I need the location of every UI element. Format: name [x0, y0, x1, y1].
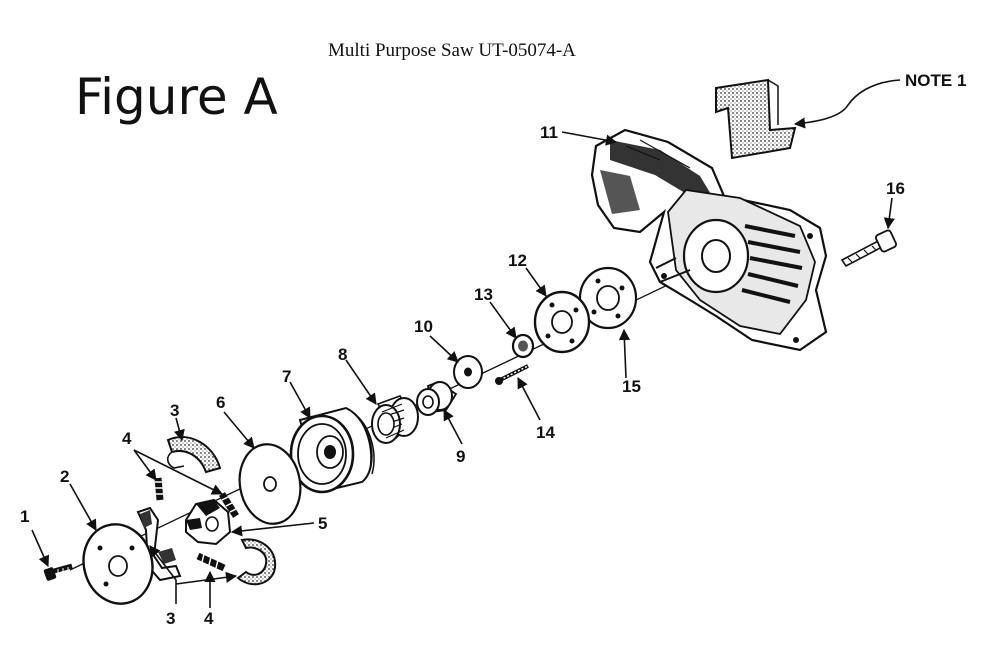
- figure-title: Figure A: [75, 68, 278, 126]
- callout-15: 15: [622, 377, 641, 396]
- part-9-bushing: [416, 380, 458, 416]
- part-11-housing: [590, 128, 828, 352]
- callout-1: 1: [20, 507, 30, 526]
- part-1-bolt: [43, 563, 73, 581]
- callout-2: 2: [60, 467, 70, 486]
- part-4-spring-lower: [196, 552, 226, 572]
- callout-8: 8: [338, 345, 348, 364]
- part-6-disk: [238, 443, 302, 525]
- note1-part: [715, 78, 797, 160]
- leader-lines: [31, 131, 895, 608]
- part-4-spring-upper-left: [154, 477, 164, 501]
- callout-12: 12: [508, 251, 527, 270]
- part-3-shoe-lower: [236, 538, 277, 586]
- callout-16: 16: [886, 179, 905, 198]
- note-label: NOTE 1: [905, 71, 967, 90]
- callout-4-upper: 4: [122, 429, 132, 448]
- callout-7: 7: [282, 367, 292, 386]
- part-8-needle-bearing: [371, 395, 419, 444]
- note1-leader: [793, 79, 901, 129]
- part-3-shoe-upper: [166, 435, 222, 474]
- callout-6: 6: [216, 393, 226, 412]
- callout-11: 11: [540, 123, 558, 142]
- document-title: Multi Purpose Saw UT-05074-A: [328, 40, 576, 61]
- part-4-spring-upper-right: [219, 492, 239, 518]
- part-15-plate: [578, 266, 638, 330]
- callout-3-upper: 3: [170, 401, 180, 420]
- callout-10: 10: [414, 317, 433, 336]
- part-16-bolt: [840, 229, 897, 268]
- callout-3-lower: 3: [166, 609, 176, 628]
- part-5-hub: [185, 498, 232, 546]
- part-2-end-plate: [82, 523, 154, 605]
- callout-9: 9: [456, 447, 466, 466]
- callout-13: 13: [474, 285, 493, 304]
- part-7-clutch-drum: [289, 406, 375, 494]
- part-14-screw: [495, 364, 529, 385]
- part-12-disk: [533, 290, 591, 354]
- part-13-bearing: [511, 333, 535, 359]
- part-10-washer: [453, 355, 483, 389]
- callout-5: 5: [318, 514, 328, 533]
- callout-14: 14: [536, 423, 555, 442]
- callout-4-lower: 4: [204, 609, 214, 628]
